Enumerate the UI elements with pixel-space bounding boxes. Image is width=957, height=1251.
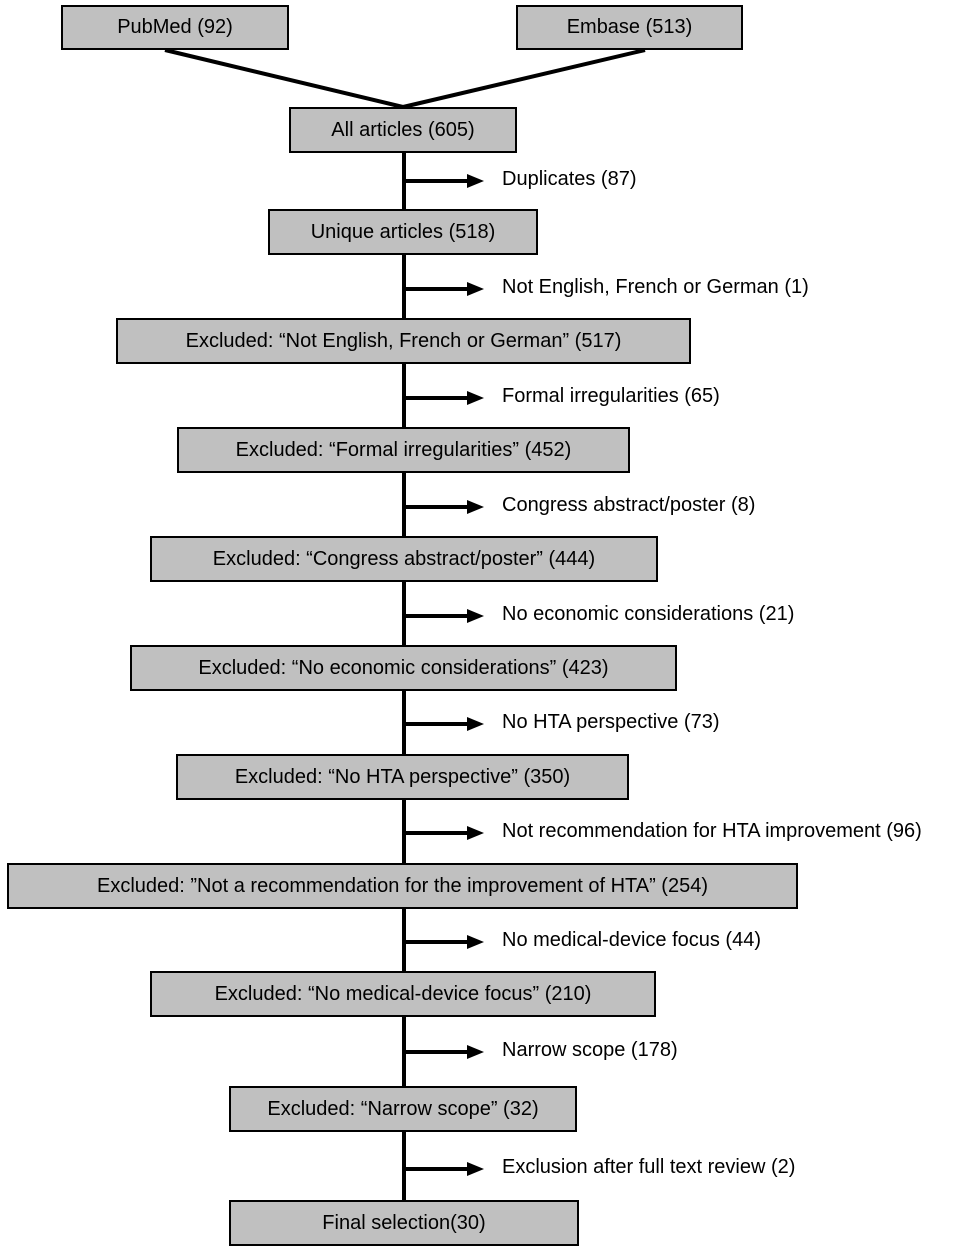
stage-box-formal: Excluded: “Formal irregularities” (452) — [177, 427, 630, 473]
exclusion-label-duplicates: Duplicates (87) — [502, 168, 637, 190]
exclusion-arrowhead-congress — [467, 500, 484, 514]
exclusion-label-narrow-scope: Narrow scope (178) — [502, 1039, 678, 1061]
stage-box-economic: Excluded: “No economic considerations” (… — [130, 645, 677, 691]
source-box-pubmed: PubMed (92) — [61, 5, 289, 50]
exclusion-label-congress: Congress abstract/poster (8) — [502, 494, 756, 516]
source-box-embase: Embase (513) — [516, 5, 743, 50]
source-line-pubmed — [164, 48, 404, 109]
source-line-embase — [402, 48, 646, 109]
exclusion-label-language: Not English, French or German (1) — [502, 276, 809, 298]
exclusion-arrowhead-economic — [467, 609, 484, 623]
stage-box-recommendation: Excluded: ”Not a recommendation for the … — [7, 863, 798, 909]
exclusion-arrowhead-medical-device — [467, 935, 484, 949]
stage-box-unique-articles: Unique articles (518) — [268, 209, 538, 255]
stage-box-final-selection: Final selection(30) — [229, 1200, 579, 1246]
stage-box-narrow-scope: Excluded: “Narrow scope” (32) — [229, 1086, 577, 1132]
exclusion-label-recommendation: Not recommendation for HTA improvement (… — [502, 820, 922, 842]
stage-box-congress: Excluded: “Congress abstract/poster” (44… — [150, 536, 658, 582]
exclusion-arrowhead-full-text — [467, 1162, 484, 1176]
exclusion-label-hta-perspective: No HTA perspective (73) — [502, 711, 720, 733]
stage-box-medical-device: Excluded: “No medical-device focus” (210… — [150, 971, 656, 1017]
exclusion-arrowhead-narrow-scope — [467, 1045, 484, 1059]
exclusion-arrowhead-duplicates — [467, 174, 484, 188]
exclusion-label-economic: No economic considerations (21) — [502, 603, 795, 625]
exclusion-arrowhead-recommendation — [467, 826, 484, 840]
stage-box-language: Excluded: “Not English, French or German… — [116, 318, 691, 364]
exclusion-label-full-text: Exclusion after full text review (2) — [502, 1156, 796, 1178]
exclusion-arrowhead-formal — [467, 391, 484, 405]
exclusion-label-formal: Formal irregularities (65) — [502, 385, 720, 407]
exclusion-label-medical-device: No medical-device focus (44) — [502, 929, 761, 951]
stage-box-all-articles: All articles (605) — [289, 107, 517, 153]
stage-box-hta-perspective: Excluded: “No HTA perspective” (350) — [176, 754, 629, 800]
exclusion-arrowhead-hta-perspective — [467, 717, 484, 731]
exclusion-arrowhead-language — [467, 282, 484, 296]
